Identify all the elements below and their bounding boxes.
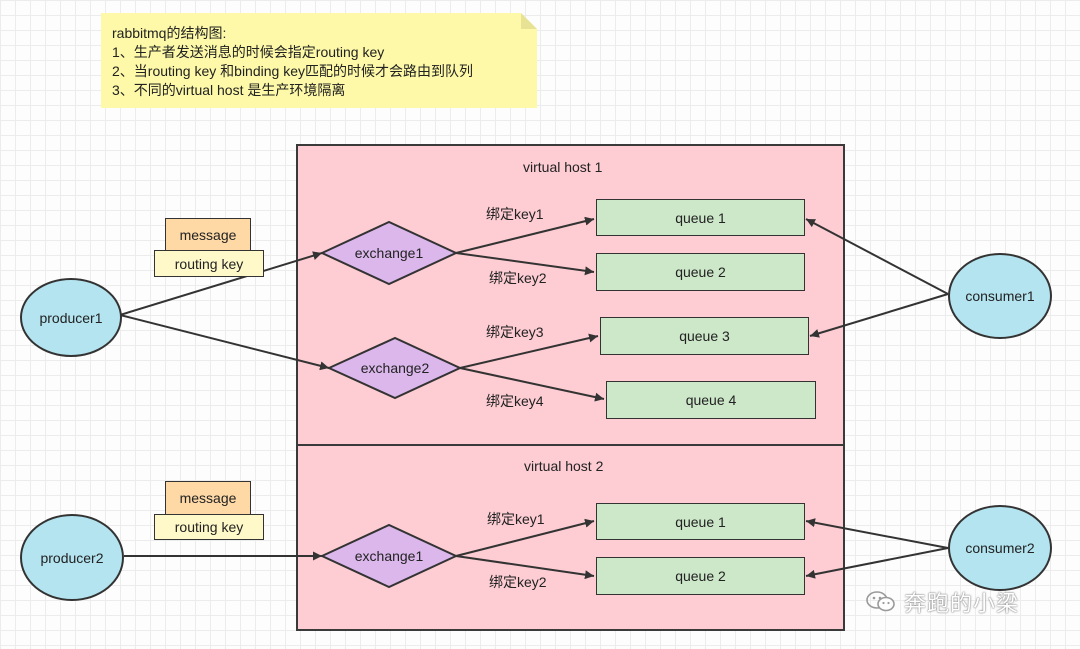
exchange2-diamond: [326, 336, 463, 400]
producer1-node: producer1: [20, 278, 122, 357]
consumer2-node: consumer2: [948, 505, 1052, 591]
binding-key4-label: 绑定key4: [486, 393, 544, 409]
watermark: 奔跑的小梁: [866, 586, 1019, 618]
edge-exchange2-queue3: [459, 333, 599, 369]
edge-exchange1-queue2: [455, 252, 595, 276]
binding-key1-label: 绑定key1: [486, 206, 544, 222]
note-box: [101, 13, 537, 108]
binding-key3-label: 绑定key3: [486, 324, 544, 340]
consumer1-node: consumer1: [948, 253, 1052, 339]
vh2-queue-1: queue 1: [596, 503, 805, 540]
vh1-queue-1: queue 1: [596, 199, 805, 236]
vh2-binding-key1-label: 绑定key1: [487, 511, 545, 527]
edge-consumer1-queue1: [805, 218, 949, 295]
edge-consumer2-queue1: [805, 518, 949, 549]
producer1-routing-key-box: routing key: [154, 250, 264, 277]
exchange1-diamond: [319, 220, 459, 286]
exchange2-label: exchange2: [360, 360, 430, 376]
note-line-1: 1、生产者发送消息的时候会指定routing key: [112, 44, 385, 60]
producer1-message-box: message: [165, 218, 251, 251]
vh2-queue-2: queue 2: [596, 557, 805, 595]
edge-vh2-exchange1-queue1: [455, 518, 595, 557]
edge-consumer1-queue3: [809, 293, 949, 338]
edge-exchange2-queue4: [459, 367, 605, 402]
note-title: rabbitmq的结构图:: [112, 25, 227, 41]
producer2-routing-key-box: routing key: [154, 514, 264, 540]
vh1-queue-3: queue 3: [600, 317, 809, 355]
edge-vh2-exchange1-queue2: [455, 555, 595, 580]
producer2-node: producer2: [20, 514, 124, 601]
wechat-icon: [866, 590, 896, 614]
edge-consumer2-queue2: [805, 547, 949, 579]
vh2-binding-key2-label: 绑定key2: [489, 574, 547, 590]
edge-producer1-exchange2: [119, 314, 330, 371]
vh1-queue-4: queue 4: [606, 381, 816, 419]
exchange1-label: exchange1: [354, 245, 424, 261]
virtual-host-1-title: virtual host 1: [523, 159, 603, 175]
vh2-exchange1-label: exchange1: [354, 548, 424, 564]
watermark-text: 奔跑的小梁: [904, 591, 1020, 616]
note-line-3: 3、不同的virtual host 是生产环境隔离: [112, 82, 346, 98]
vh1-queue-2: queue 2: [596, 253, 805, 291]
binding-key2-label: 绑定key2: [489, 270, 547, 286]
virtual-host-2-title: virtual host 2: [524, 458, 604, 474]
note-line-2: 2、当routing key 和binding key匹配的时候才会路由到队列: [112, 63, 473, 79]
edge-exchange1-queue1: [455, 216, 595, 254]
vh2-exchange1-diamond: [319, 523, 459, 589]
edge-producer1-exchange1: [119, 251, 323, 316]
producer2-message-box: message: [165, 481, 251, 515]
